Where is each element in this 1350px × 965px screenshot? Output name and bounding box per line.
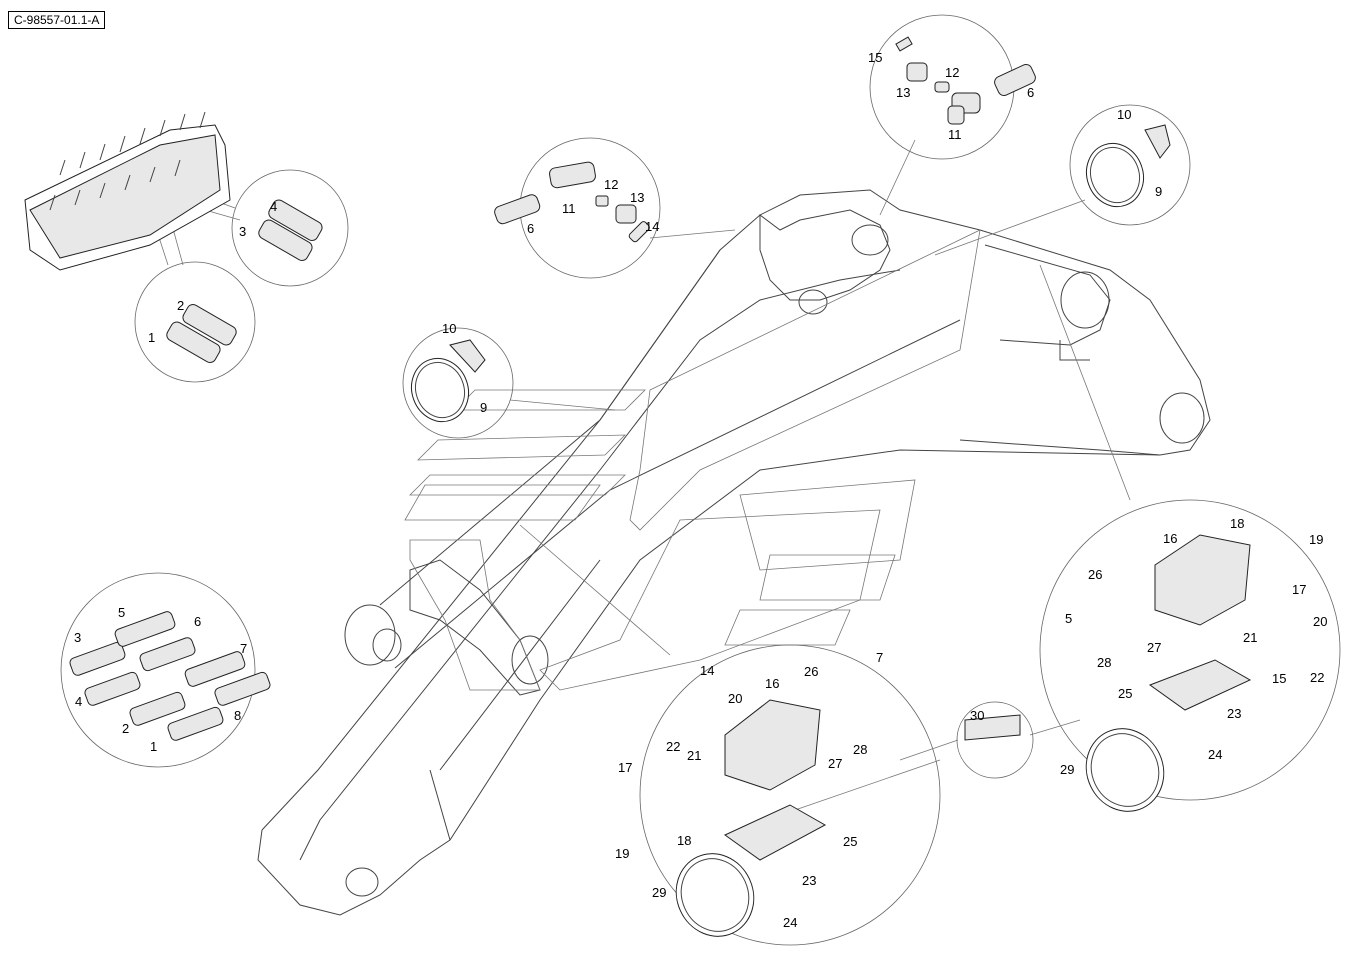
callout-label: 13 xyxy=(630,190,644,205)
callout-label: 19 xyxy=(615,846,629,861)
callout-label: 20 xyxy=(1313,614,1327,629)
callout-label: 25 xyxy=(843,834,857,849)
callout-label: 23 xyxy=(1227,706,1241,721)
callout-label: 14 xyxy=(700,663,714,678)
callout-label: 21 xyxy=(687,748,701,763)
callout-label: 24 xyxy=(783,915,797,930)
callout-label: 2 xyxy=(177,298,184,313)
callout-label: 15 xyxy=(868,50,882,65)
callout-label: 6 xyxy=(527,221,534,236)
callout-label: 18 xyxy=(1230,516,1244,531)
callout-labels: 15 12 13 6 11 10 9 12 13 11 6 14 4 3 2 1… xyxy=(74,50,1327,930)
callout-label: 2 xyxy=(122,721,129,736)
callout-label: 29 xyxy=(1060,762,1074,777)
callout-label: 28 xyxy=(853,742,867,757)
control-valve-block xyxy=(24,111,231,271)
callout-label: 12 xyxy=(604,177,618,192)
callout-label: 4 xyxy=(75,694,82,709)
callout-label: 26 xyxy=(1088,567,1102,582)
callout-label: 8 xyxy=(234,708,241,723)
callout-label: 15 xyxy=(1272,671,1286,686)
callout-label: 17 xyxy=(1292,582,1306,597)
callout-label: 16 xyxy=(765,676,779,691)
callout-label: 21 xyxy=(1243,630,1257,645)
callout-label: 24 xyxy=(1208,747,1222,762)
parts xyxy=(24,36,1252,937)
callout-label: 12 xyxy=(945,65,959,80)
sensor-blocks xyxy=(724,534,1252,861)
callout-label: 9 xyxy=(1155,184,1162,199)
callout-label: 10 xyxy=(1117,107,1131,122)
callout-label: 9 xyxy=(480,400,487,415)
callout-label: 27 xyxy=(828,756,842,771)
callout-label: 23 xyxy=(802,873,816,888)
callout-label: 5 xyxy=(1065,611,1072,626)
callout-label: 20 xyxy=(728,691,742,706)
callout-label: 22 xyxy=(666,739,680,754)
callout-label: 16 xyxy=(1163,531,1177,546)
callout-label: 1 xyxy=(148,330,155,345)
callout-label: 10 xyxy=(442,321,456,336)
callout-label: 29 xyxy=(652,885,666,900)
hose-fittings xyxy=(69,36,1036,741)
hose-clamps xyxy=(411,124,1171,937)
callout-label: 7 xyxy=(240,641,247,656)
callout-label: 5 xyxy=(118,605,125,620)
callout-label: 1 xyxy=(150,739,157,754)
callout-label: 14 xyxy=(645,219,659,234)
callout-label: 4 xyxy=(270,199,277,214)
callout-label: 17 xyxy=(618,760,632,775)
callout-label: 26 xyxy=(804,664,818,679)
callout-label: 3 xyxy=(239,224,246,239)
callout-label: 30 xyxy=(970,708,984,723)
callout-label: 28 xyxy=(1097,655,1111,670)
callout-label: 11 xyxy=(562,201,576,216)
callout-label: 25 xyxy=(1118,686,1132,701)
drawing-id-label: C-98557-01.1-A xyxy=(8,11,106,29)
callout-label: 22 xyxy=(1310,670,1324,685)
callout-label: 13 xyxy=(896,85,910,100)
callout-label: 6 xyxy=(1027,85,1034,100)
callout-label: 27 xyxy=(1147,640,1161,655)
boom-arm xyxy=(257,189,1211,916)
callout-label: 7 xyxy=(876,650,883,665)
callout-label: 18 xyxy=(677,833,691,848)
callout-label: 6 xyxy=(194,614,201,629)
callout-label: 11 xyxy=(948,127,962,142)
callout-label: 3 xyxy=(74,630,81,645)
callout-label: 19 xyxy=(1309,532,1323,547)
